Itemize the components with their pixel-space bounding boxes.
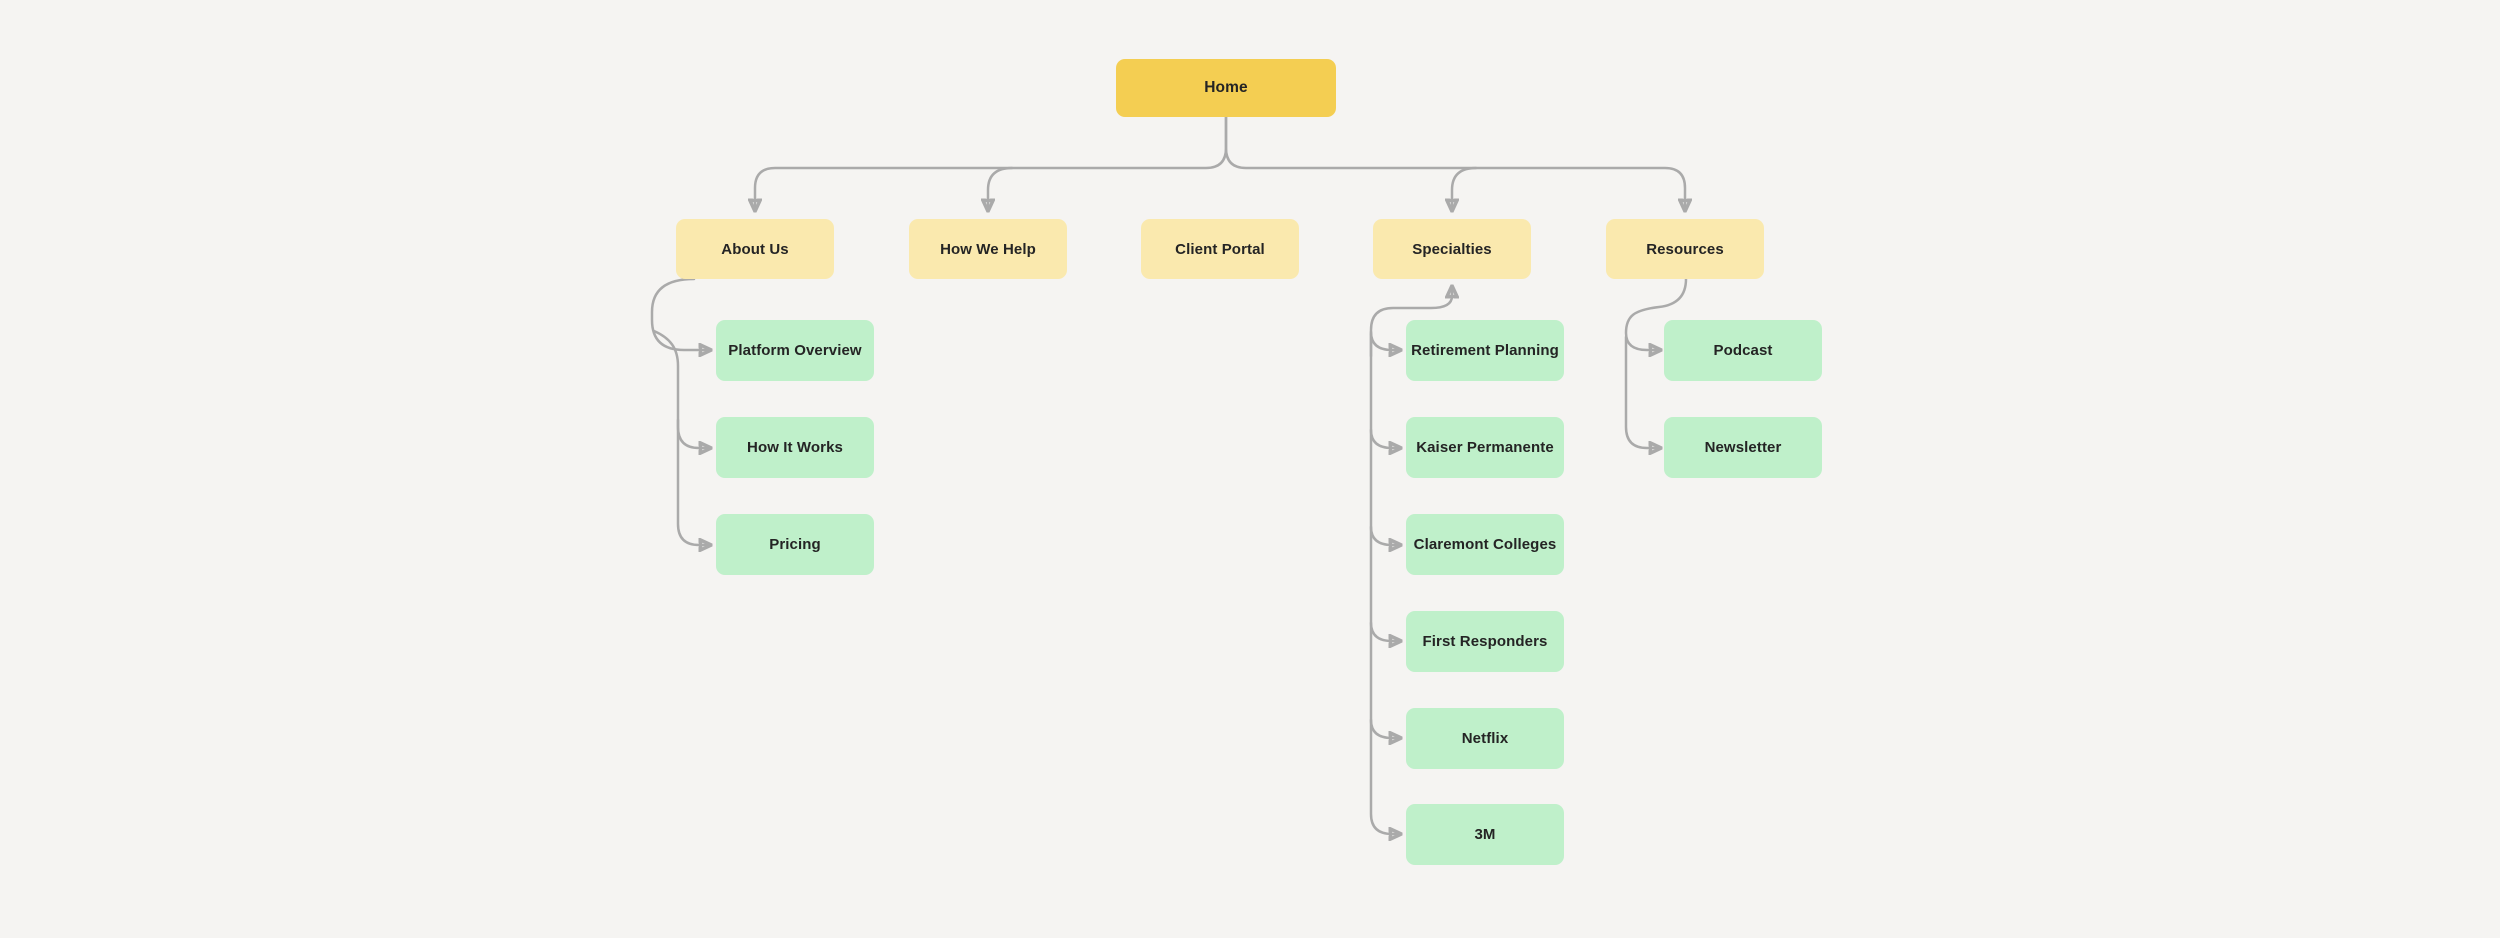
node-client-portal[interactable]: Client Portal bbox=[1141, 219, 1299, 279]
edge-home-how-we-help bbox=[988, 166, 1014, 209]
node-about-us[interactable]: About Us bbox=[676, 219, 834, 279]
edge-resources-podcast bbox=[1624, 277, 1688, 350]
edge-specialties-up-arrow bbox=[1369, 288, 1452, 358]
node-newsletter[interactable]: Newsletter bbox=[1664, 417, 1822, 478]
edge-about-platform-overview bbox=[650, 277, 709, 350]
node-3m[interactable]: 3M bbox=[1406, 804, 1564, 865]
edge-specialties-first-responders bbox=[1369, 621, 1399, 641]
edge-specialties-netflix bbox=[1369, 718, 1399, 738]
node-kaiser-permanente[interactable]: Kaiser Permanente bbox=[1406, 417, 1564, 478]
node-home[interactable]: Home bbox=[1116, 59, 1336, 117]
node-netflix[interactable]: Netflix bbox=[1406, 708, 1564, 769]
node-claremont-colleges[interactable]: Claremont Colleges bbox=[1406, 514, 1564, 575]
node-podcast[interactable]: Podcast bbox=[1664, 320, 1822, 381]
edge-home-about-us bbox=[755, 115, 1228, 209]
edge-about-how-it-works bbox=[652, 329, 709, 448]
node-resources[interactable]: Resources bbox=[1606, 219, 1764, 279]
edge-home-specialties bbox=[1452, 166, 1478, 209]
edge-specialties-trunk-3m bbox=[1369, 332, 1399, 834]
node-how-we-help[interactable]: How We Help bbox=[909, 219, 1067, 279]
node-how-it-works[interactable]: How It Works bbox=[716, 417, 874, 478]
edge-specialties-claremont-colleges bbox=[1369, 525, 1399, 545]
node-pricing[interactable]: Pricing bbox=[716, 514, 874, 575]
node-retirement-planning[interactable]: Retirement Planning bbox=[1406, 320, 1564, 381]
node-first-responders[interactable]: First Responders bbox=[1406, 611, 1564, 672]
edge-home-resources bbox=[1224, 115, 1685, 209]
node-platform-overview[interactable]: Platform Overview bbox=[716, 320, 874, 381]
node-specialties[interactable]: Specialties bbox=[1373, 219, 1531, 279]
edge-specialties-kaiser-permanente bbox=[1369, 428, 1399, 448]
edge-about-pricing bbox=[676, 418, 709, 545]
edge-specialties-retirement-planning bbox=[1369, 330, 1399, 350]
edge-resources-newsletter bbox=[1624, 335, 1659, 448]
